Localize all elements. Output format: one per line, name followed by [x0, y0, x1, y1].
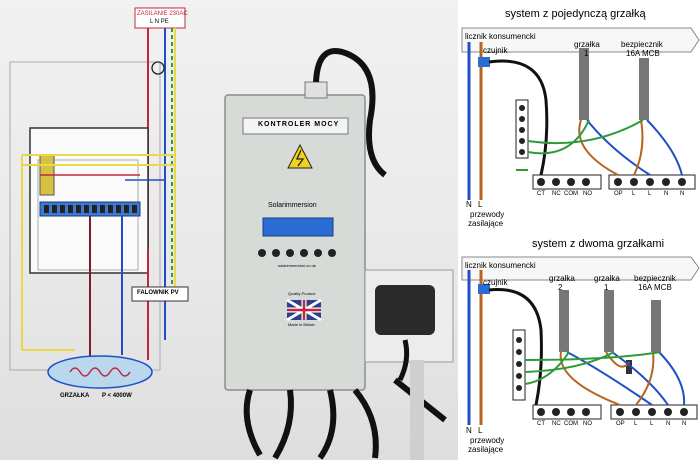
- diagram-bottom-terminal-n2: N: [682, 421, 687, 427]
- controller-url: solarimmersion.co.uk: [278, 263, 316, 268]
- supply-lines-label: L N PE: [150, 19, 169, 25]
- diagram-bottom-terminal-op: OP: [616, 421, 625, 427]
- diagram-bottom-heater2-num: 2: [558, 283, 563, 292]
- diagram-bottom-heater2-label: grzałka: [549, 274, 575, 283]
- inverter-label: FALOWNIK PV: [137, 290, 179, 296]
- sticker-text: Quality Product: [288, 291, 316, 296]
- sticker-subtext: Made in Britain: [288, 322, 315, 327]
- diagram-bottom-meter-label: licznik konsumencki: [465, 261, 536, 270]
- controller-brand: Solarimmersion: [268, 202, 317, 209]
- diagram-top-terminal-n2: N: [680, 191, 685, 197]
- diagram-top-meter-label: licznik konsumencki: [465, 32, 536, 41]
- wiring-diagram-drawing: [461, 27, 700, 425]
- diagram-top-heater-num: 1: [584, 49, 589, 58]
- diagram-top-wire-l: L: [478, 200, 483, 209]
- diagram-top-terminal-l1: L: [632, 191, 636, 197]
- diagram-top-heater-label: grzałka: [574, 40, 600, 49]
- diagram-bottom-heater1-label: grzałka: [594, 274, 620, 283]
- diagram-bottom-terminal-n1: N: [666, 421, 671, 427]
- diagram-bottom-terminal-com: COM: [564, 421, 578, 427]
- diagram-bottom-terminal-l2: L: [650, 421, 654, 427]
- diagram-bottom-breaker-rating: 16A MCB: [638, 283, 672, 292]
- supply-label: ZASILANIE 230AC: [137, 11, 188, 17]
- installation-photo: ZASILANIE 230AC L N PE FALOWNIK PV GRZAŁ…: [0, 0, 458, 460]
- heater-power-label: P < 4000W: [102, 393, 132, 399]
- diagram-top-title: system z pojedynczą grzałką: [505, 8, 646, 20]
- diagram-top-cables-label-1: przewody: [470, 210, 505, 219]
- diagram-top-terminal-com: COM: [564, 191, 578, 197]
- diagram-bottom-terminal-ct: CT: [537, 421, 545, 427]
- diagram-bottom-heater1-num: 1: [604, 283, 609, 292]
- diagram-top-terminal-n1: N: [664, 191, 669, 197]
- diagram-bottom-wire-n: N: [466, 426, 472, 435]
- diagram-bottom-title: system z dwoma grzałkami: [532, 238, 665, 250]
- diagram-bottom-cables-label-1: przewody: [470, 436, 505, 445]
- diagram-top-terminal-no: NO: [583, 191, 592, 197]
- diagram-top-terminal-l2: L: [648, 191, 652, 197]
- controller-title: KONTROLER MOCY: [258, 121, 340, 128]
- diagram-top-sensor-label: czujnik: [483, 46, 508, 55]
- diagram-top-terminal-nc: NC: [552, 191, 561, 197]
- diagram-bottom-wire-l: L: [478, 426, 483, 435]
- heater-label: GRZAŁKA: [60, 393, 90, 399]
- diagram-top-cables-label-2: zasilające: [468, 219, 504, 228]
- wiring-diagrams: [461, 0, 700, 460]
- installation-drawing: [9, 7, 454, 460]
- diagram-top-breaker-rating: 16A MCB: [626, 49, 660, 58]
- diagram-top-wire-n: N: [466, 200, 472, 209]
- diagram-bottom-breaker-label: bezpiecznik: [634, 274, 676, 283]
- diagram-bottom-terminal-no: NO: [583, 421, 592, 427]
- diagram-bottom-cables-label-2: zasilające: [468, 445, 504, 454]
- diagram-bottom-sensor-label: czujnik: [483, 278, 508, 287]
- diagram-top-breaker-label: bezpiecznik: [621, 40, 663, 49]
- diagram-bottom-terminal-l1: L: [634, 421, 638, 427]
- diagram-top-terminal-ct: CT: [537, 191, 545, 197]
- diagram-top-terminal-op: OP: [614, 191, 623, 197]
- diagram-bottom-terminal-nc: NC: [552, 421, 561, 427]
